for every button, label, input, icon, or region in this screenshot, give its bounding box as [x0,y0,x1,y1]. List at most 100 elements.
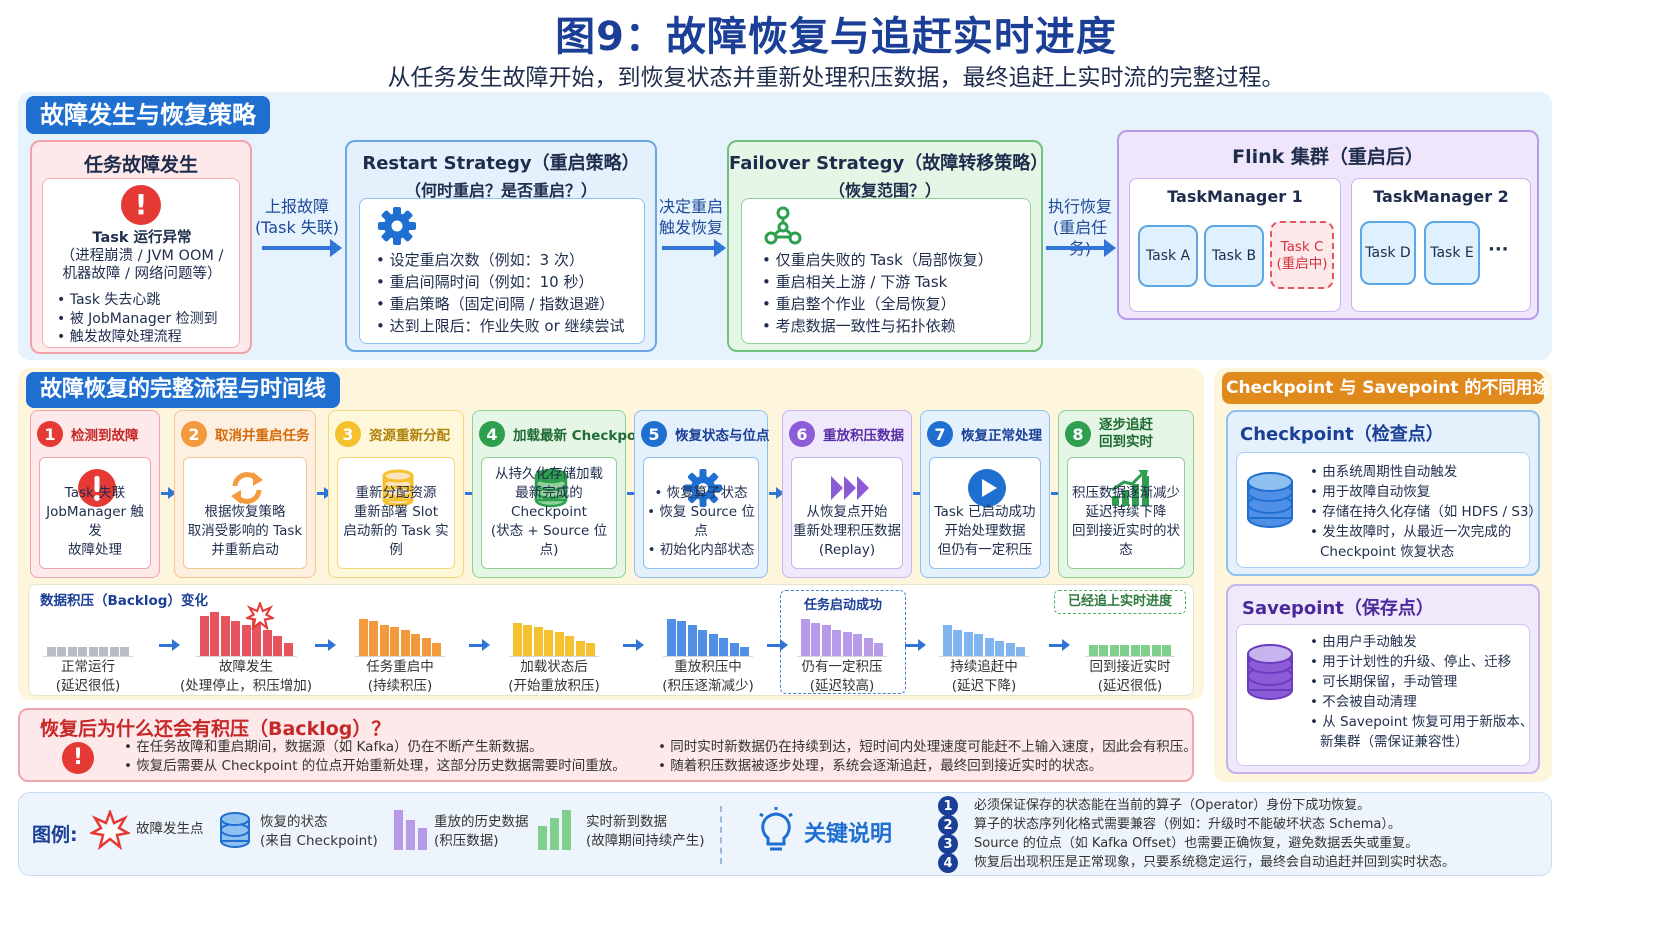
backlog-bar [832,630,842,656]
taskmanager-2: TaskManager 2 Task D Task E ··· [1351,178,1531,312]
key-notes-title: 关键说明 [804,822,893,847]
backlog-bar [1120,645,1130,656]
step-number: 7 [927,421,953,447]
note-text: Source 的位点（如 Kafka Offset）也需要正确恢复，避免数据丢失… [974,836,1419,851]
backlog-bar [708,634,718,656]
backlog-bar [88,647,98,656]
arrow-report [262,239,342,257]
backlog-bar [1141,645,1151,656]
burst-icon [90,810,130,850]
tm1-label: TaskManager 1 [1167,187,1303,206]
backlog-bar [666,619,676,656]
backlog-bar [687,625,697,656]
step-number: 4 [479,421,505,447]
task-a: Task A [1138,225,1198,287]
backlog-bar [842,632,852,656]
backlog-arrow [905,639,926,651]
note-number: 1 [938,796,958,816]
restart-inner: 设定重启次数（例如：3 次） 重启间隔时间（例如：10 秒） 重启策略（固定间隔… [359,198,645,344]
restart-bullet: 达到上限后：作业失败 or 继续尝试 [376,315,625,337]
backlog-bar [369,621,379,656]
cp-bullet-cont: Checkpoint 恢复状态 [1320,544,1455,560]
backlog-bar [544,630,554,656]
step-icon [78,469,116,507]
backlog-bar [740,647,750,656]
cp-bullet: • 用于故障自动恢复 [1310,484,1431,500]
step-icon [968,469,1006,507]
backlog-bars-8 [1088,610,1172,656]
why-box [18,708,1194,782]
backlog-bar [109,647,119,656]
backlog-bar [283,643,293,656]
backlog-bars-2 [199,610,293,656]
backlog-bar [533,627,543,656]
backlog-bar [863,638,873,656]
sp-bullet: • 可长期保留，手动管理 [1310,674,1458,690]
backlog-caption: 故障发生(处理停止，积压增加) [179,659,313,694]
step-text: • 恢复算子状态• 恢复 Source 位点• 初始化内部状态 [647,485,755,558]
backlog-caption: 持续追赶中(延迟下降) [950,659,1018,694]
legend-hist-sub: (积压数据) [434,833,499,849]
arrow-label-execute: 执行恢复(重启任务) [1047,197,1112,258]
cluster-title: Flink 集群（重启后） [1232,146,1424,168]
backlog-bar [1130,645,1140,656]
step-arrow [769,487,784,499]
backlog-caption: 仍有一定积压(延迟较高) [801,659,883,694]
database-icon [1247,644,1293,700]
step-title: 逐步追赶回到实时 [1099,417,1153,450]
alert-icon: ! [121,185,161,225]
backlog-bar [1151,645,1161,656]
backlog-bar [421,638,431,656]
note-text: 算子的状态序列化格式需要兼容（例如：升级时不能破坏状态 Schema）。 [974,817,1401,832]
step-number: 8 [1065,421,1091,447]
sp-bullet: • 用于计划性的升级、停止、迁移 [1310,654,1512,670]
backlog-bar [523,625,533,656]
fault-line2: （进程崩溃 / JVM OOM / [60,248,224,264]
arrow-decide [662,239,726,257]
backlog-bar [57,647,67,656]
backlog-bar [1099,645,1109,656]
backlog-bar [199,616,209,656]
savepoint-title: Savepoint（保存点） [1242,598,1434,619]
legend-fault: 故障发生点 [136,821,204,837]
step-title: 恢复正常处理 [961,428,1042,444]
backlog-bar [963,632,973,656]
backlog-bar [1016,647,1026,656]
failover-bullet: 重启相关上游 / 下游 Task [762,271,993,293]
flow-tab: 故障恢复的完整流程与时间线 [26,372,341,408]
green-bars-icon [538,810,571,850]
step-icon [534,468,568,508]
backlog-arrow [623,639,644,651]
savepoint-box: Savepoint（保存点） • 由用户手动触发 • 用于计划性的升级、停止、迁… [1226,584,1540,774]
legend-hist: 重放的历史数据 [434,814,529,830]
task-b: Task B [1204,225,1264,287]
step-icon [382,469,414,507]
failover-bullet: 重启整个作业（全局恢复） [762,293,993,315]
page-title: 图9：故障恢复与追赶实时进度 [555,14,1117,60]
failover-subtitle: （恢复范围？） [828,181,941,200]
legend-state-sub: (来自 Checkpoint) [260,833,378,849]
step-icon [831,476,869,500]
why-bullet: • 随着积压数据被逐步处理，系统会逐渐追赶，最终回到接近实时的状态。 [658,758,1103,774]
note-text: 必须保证保存的状态能在当前的算子（Operator）身份下成功恢复。 [974,798,1371,813]
backlog-caption: 任务重启中(持续积压) [366,659,434,694]
failover-inner: 仅重启失败的 Task（局部恢复） 重启相关上游 / 下游 Task 重启整个作… [741,198,1031,344]
why-bullet: • 在任务故障和重启期间，数据源（如 Kafka）仍在不断产生新数据。 [124,739,543,755]
cp-tab: Checkpoint 与 Savepoint 的不同用途 [1222,372,1549,404]
tm2-label: TaskManager 2 [1373,187,1509,206]
backlog-bar [241,625,251,656]
note-number: 2 [938,815,958,835]
step-title: 加载最新 Checkpoint [513,428,657,444]
backlog-bar [565,636,575,656]
restart-bullet: 设定重启次数（例如：3 次） [376,249,625,271]
restart-title: Restart Strategy（重启策略） [362,153,640,174]
backlog-arrow [315,639,336,651]
sp-bullet-cont: 新集群（需保证兼容性） [1320,734,1469,750]
backlog-bar [210,612,219,656]
legend-new: 实时新到数据 [586,814,667,830]
step-title: 资源重新分配 [369,428,450,444]
task-c-restarting: Task C(重启中) [1270,221,1334,289]
